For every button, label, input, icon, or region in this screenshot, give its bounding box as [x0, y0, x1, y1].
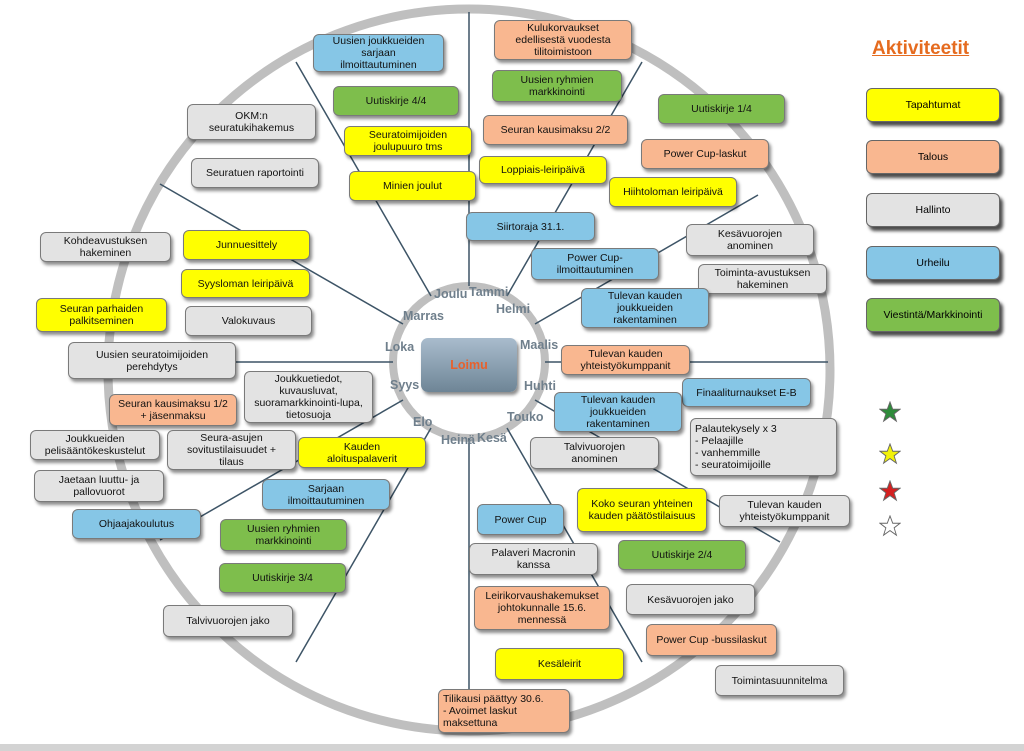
- activity-box: Uusien ryhmien markkinointi: [492, 70, 622, 102]
- activity-box: Tulevan kauden joukkueiden rakentaminen: [554, 392, 682, 432]
- activity-box: Palaveri Macronin kanssa: [469, 543, 598, 575]
- activity-box: Seuratoimijoiden joulupuuro tms: [344, 126, 472, 156]
- month-label-maalis: Maalis: [520, 338, 559, 352]
- activity-box: Power Cup -bussilaskut: [646, 624, 777, 656]
- legend-item-viestinta: Viestintä/Markkinointi: [866, 298, 1000, 332]
- month-label-helmi: Helmi: [496, 302, 531, 316]
- activity-box: Seuran kausimaksu 2/2: [483, 115, 628, 145]
- activity-box: Joukkuetiedot, kuvausluvat, suoramarkkin…: [244, 371, 373, 423]
- activity-box: Valokuvaus: [185, 306, 312, 336]
- month-label-heina: Heinä: [441, 433, 476, 447]
- activity-box: Uusien ryhmien markkinointi: [220, 519, 347, 551]
- activity-box: Finaaliturnaukset E-B: [682, 378, 811, 407]
- month-label-kesa: Kesä: [477, 431, 507, 445]
- activity-box: Minien joulut: [349, 171, 476, 201]
- activity-box: Talvivuorojen anominen: [530, 437, 659, 469]
- activity-box: Kesäleirit: [495, 648, 624, 680]
- activity-box: Sarjaan ilmoittautuminen: [262, 479, 390, 510]
- month-label-elo: Elo: [413, 415, 433, 429]
- activity-box: Seura-asujen sovitustilaisuudet + tilaus: [167, 430, 296, 470]
- activity-box: Kohdeavustuksen hakeminen: [40, 232, 171, 262]
- red-star-icon: [879, 480, 901, 502]
- green-star-icon: [879, 401, 901, 423]
- yellow-star-icon: [879, 443, 901, 465]
- bottom-bar: [0, 744, 1024, 751]
- month-label-syys: Syys: [390, 378, 420, 392]
- activity-box: Uusien seuratoimijoiden perehdytys: [68, 342, 236, 379]
- activity-box: Uutiskirje 1/4: [658, 94, 785, 124]
- activity-box: Palautekysely x 3 - Pelaajille - vanhemm…: [690, 418, 837, 476]
- legend-title: Aktiviteetit: [872, 38, 970, 59]
- activity-box: Toiminta-avustuksen hakeminen: [698, 264, 827, 294]
- activity-box: Hiihtoloman leiripäivä: [609, 177, 737, 207]
- activity-box: Loppiais-leiripäivä: [479, 156, 607, 184]
- activity-box: Tulevan kauden joukkueiden rakentaminen: [581, 288, 709, 328]
- month-label-touko: Touko: [507, 410, 544, 424]
- month-label-joulu: Joulu: [434, 287, 468, 301]
- activity-box: Leirikorvaushakemukset johtokunnalle 15.…: [474, 586, 610, 630]
- activity-box: Power Cup-laskut: [641, 139, 769, 169]
- activity-box: Uutiskirje 4/4: [333, 86, 459, 116]
- legend-item-urheilu: Urheilu: [866, 246, 1000, 280]
- center-label: Loimu: [421, 338, 517, 392]
- month-label-loka: Loka: [385, 340, 415, 354]
- activity-box: Siirtoraja 31.1.: [466, 212, 595, 241]
- legend-item-hallinto: Hallinto: [866, 193, 1000, 227]
- activity-box: Kulukorvaukset edellisestä vuodesta tili…: [494, 20, 632, 60]
- white-star-icon: [879, 515, 901, 537]
- activity-box: Syysloman leiripäivä: [181, 269, 310, 298]
- activity-box: Ohjaajakoulutus: [72, 509, 201, 539]
- legend-item-tapahtumat: Tapahtumat: [866, 88, 1000, 122]
- activity-box: Seuran kausimaksu 1/2 + jäsenmaksu: [109, 394, 237, 426]
- activity-box: Tilikausi päättyy 30.6. - Avoimet laskut…: [438, 689, 570, 733]
- activity-box: Talvivuorojen jako: [163, 605, 293, 637]
- activity-box: Kauden aloituspalaverit: [298, 437, 426, 468]
- activity-box: Tulevan kauden yhteistyökumppanit: [719, 495, 850, 527]
- month-label-tammi: Tammi: [469, 285, 509, 299]
- activity-box: Kesävuorojen jako: [626, 584, 755, 615]
- legend-item-talous: Talous: [866, 140, 1000, 174]
- activity-box: Uutiskirje 3/4: [219, 563, 346, 593]
- activity-box: Seuratuen raportointi: [191, 158, 319, 188]
- activity-box: Kesävuorojen anominen: [686, 224, 814, 256]
- activity-box: Junnuesittely: [183, 230, 310, 260]
- activity-box: Uutiskirje 2/4: [618, 540, 746, 570]
- activity-box: Jaetaan luuttu- ja pallovuorot: [34, 470, 164, 502]
- activity-box: Toimintasuunnitelma: [715, 665, 844, 696]
- activity-box: Tulevan kauden yhteistyökumppanit: [561, 345, 690, 375]
- activity-box: Seuran parhaiden palkitseminen: [36, 298, 167, 332]
- activity-box: Power Cup- ilmoittautuminen: [531, 248, 659, 280]
- activity-box: Power Cup: [477, 504, 564, 535]
- month-label-marras: Marras: [403, 309, 444, 323]
- activity-box: OKM:n seuratukihakemus: [187, 104, 316, 140]
- activity-box: Koko seuran yhteinen kauden päätöstilais…: [577, 488, 707, 532]
- activity-box: Joukkueiden pelisääntökeskustelut: [30, 430, 160, 460]
- activity-box: Uusien joukkueiden sarjaan ilmoittautumi…: [313, 34, 444, 72]
- month-label-huhti: Huhti: [524, 379, 556, 393]
